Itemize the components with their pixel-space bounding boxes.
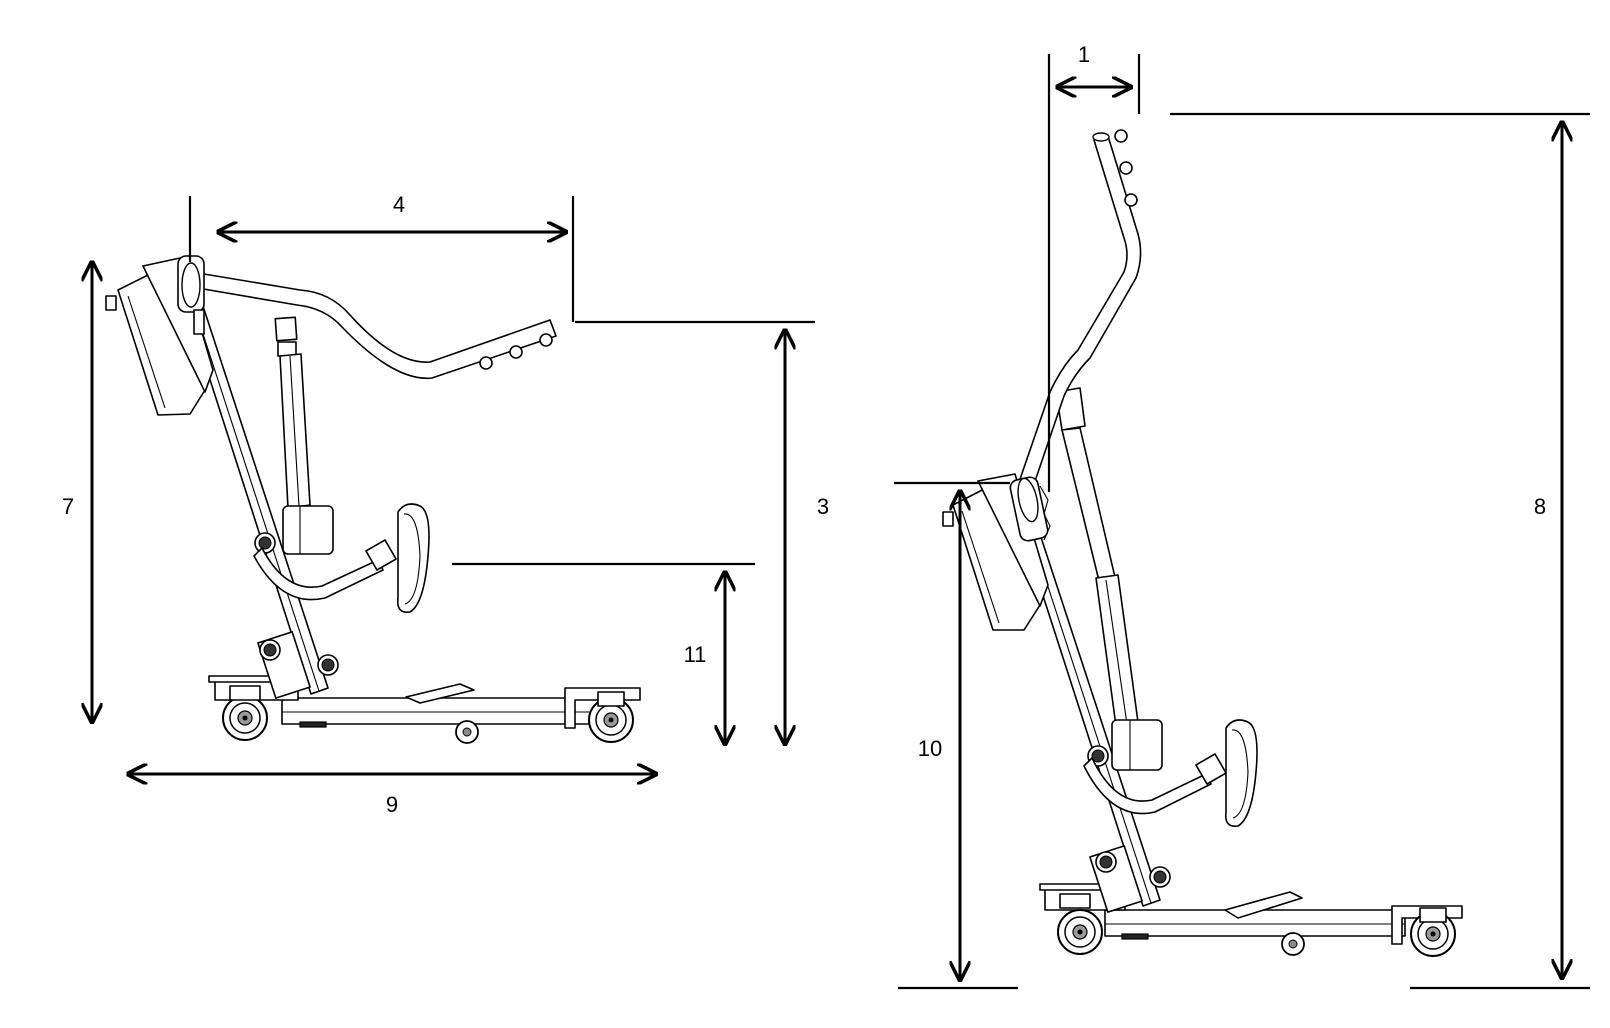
dimension-labels: 1 4 7 3 8 11 10 9 — [62, 42, 1546, 817]
right-side-view — [942, 129, 1463, 957]
dimension-label-7: 7 — [62, 494, 74, 519]
left-side-view — [105, 255, 641, 744]
right-base — [1039, 883, 1463, 957]
right-actuator — [1055, 387, 1163, 771]
dimension-label-9: 9 — [386, 792, 398, 817]
left-knee-support — [253, 503, 430, 614]
dimension-label-1: 1 — [1078, 42, 1090, 67]
left-battery-box — [105, 257, 214, 416]
left-lift-arm — [177, 255, 557, 380]
dimension-lines — [92, 54, 1590, 990]
left-actuator — [274, 316, 334, 555]
left-base — [208, 675, 641, 744]
right-knee-support — [1083, 719, 1258, 828]
dimension-label-8: 8 — [1534, 494, 1546, 519]
dimension-label-3: 3 — [817, 494, 829, 519]
dimension-label-4: 4 — [393, 192, 405, 217]
dimension-label-10: 10 — [918, 736, 942, 761]
dimension-label-11: 11 — [684, 642, 707, 667]
